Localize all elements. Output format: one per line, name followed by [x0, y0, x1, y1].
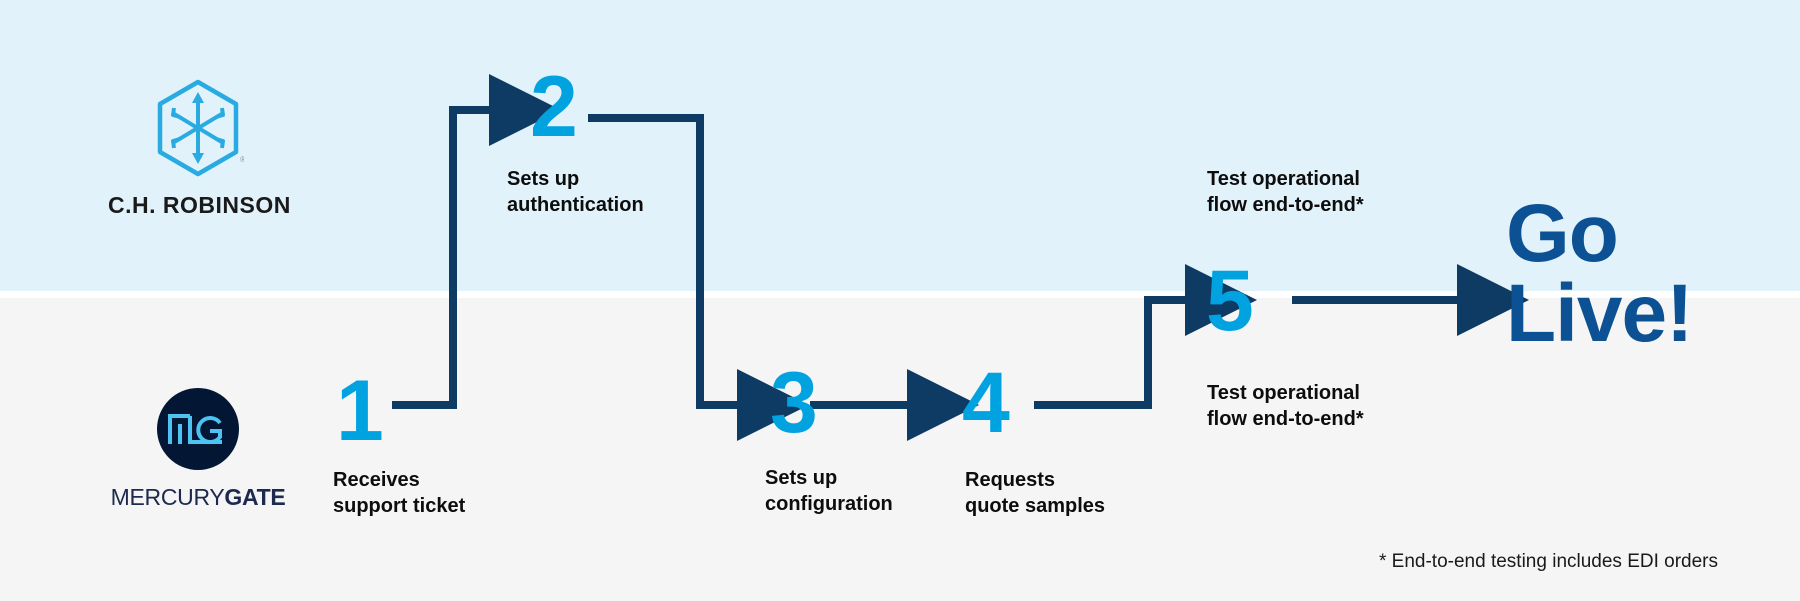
- step-number-5: 5: [1206, 253, 1254, 349]
- footnote-text: * End-to-end testing includes EDI orders: [1379, 551, 1719, 572]
- mg-monogram-icon: [168, 414, 222, 444]
- chrobinson-logo: ® C.H. ROBINSON: [108, 78, 291, 219]
- mercurygate-wordmark-light: MERCURY: [110, 484, 225, 510]
- step-number-3: 3: [770, 355, 818, 451]
- step-label-4: Requests quote samples: [965, 469, 1106, 518]
- step-label-1: Receives support ticket: [333, 469, 466, 518]
- mercurygate-badge: [157, 388, 239, 470]
- go-live-text: Go Live!: [1506, 188, 1693, 360]
- chrobinson-wordmark: C.H. ROBINSON: [108, 192, 291, 218]
- step-number-2: 2: [530, 59, 578, 155]
- bottom-lane-background: [0, 298, 1800, 601]
- cube-arrows-hexagon-icon: ®: [157, 79, 244, 177]
- svg-text:®: ®: [240, 155, 244, 164]
- top-lane-background: [0, 0, 1800, 291]
- step-number-1: 1: [336, 363, 384, 459]
- step-number-4: 4: [962, 355, 1010, 451]
- mercurygate-wordmark-bold: GATE: [224, 484, 286, 510]
- mercurygate-logo: MERCURYGATE: [108, 388, 288, 511]
- step-label-3: Sets up configuration: [765, 467, 893, 516]
- step-label-2: Sets up authentication: [507, 168, 644, 217]
- step-label-5-top: Test operational flow end-to-end*: [1207, 168, 1364, 217]
- mercurygate-wordmark: MERCURYGATE: [108, 484, 288, 511]
- step-label-5-bottom: Test operational flow end-to-end*: [1207, 382, 1364, 431]
